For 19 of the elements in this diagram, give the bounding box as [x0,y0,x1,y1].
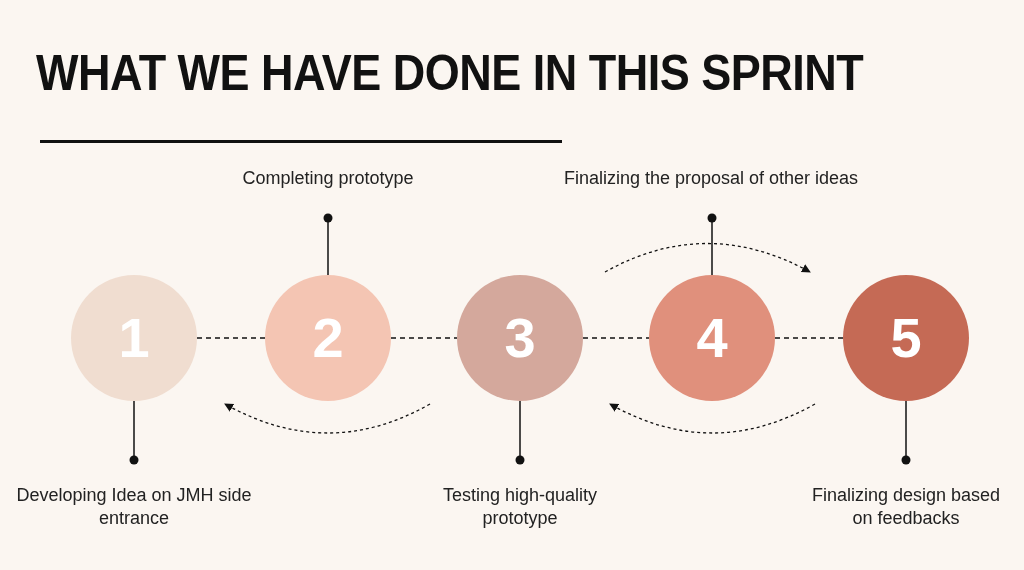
dashed-connector [390,337,458,339]
step-caption: Completing prototype [242,166,414,190]
step-caption: Testing high-quality prototype [441,484,599,531]
dashed-connector [196,337,266,339]
step-caption: Finalizing design based on feedbacks [810,484,1002,531]
leader-line [707,213,717,276]
dashed-connector [582,337,650,339]
step-number: 3 [504,310,536,366]
dashed-connector [774,337,844,339]
step-number: 4 [696,310,728,366]
leader-line [129,400,139,465]
step-number: 2 [312,310,344,366]
step-number: 5 [890,310,922,366]
leader-line [901,400,911,465]
title: WHAT WE HAVE DONE IN THIS SPRINT [36,44,864,103]
step-caption: Finalizing the proposal of other ideas [563,166,859,190]
leader-line [515,400,525,465]
leader-line [323,213,333,276]
step-caption: Developing Idea on JMH side entrance [15,484,253,531]
